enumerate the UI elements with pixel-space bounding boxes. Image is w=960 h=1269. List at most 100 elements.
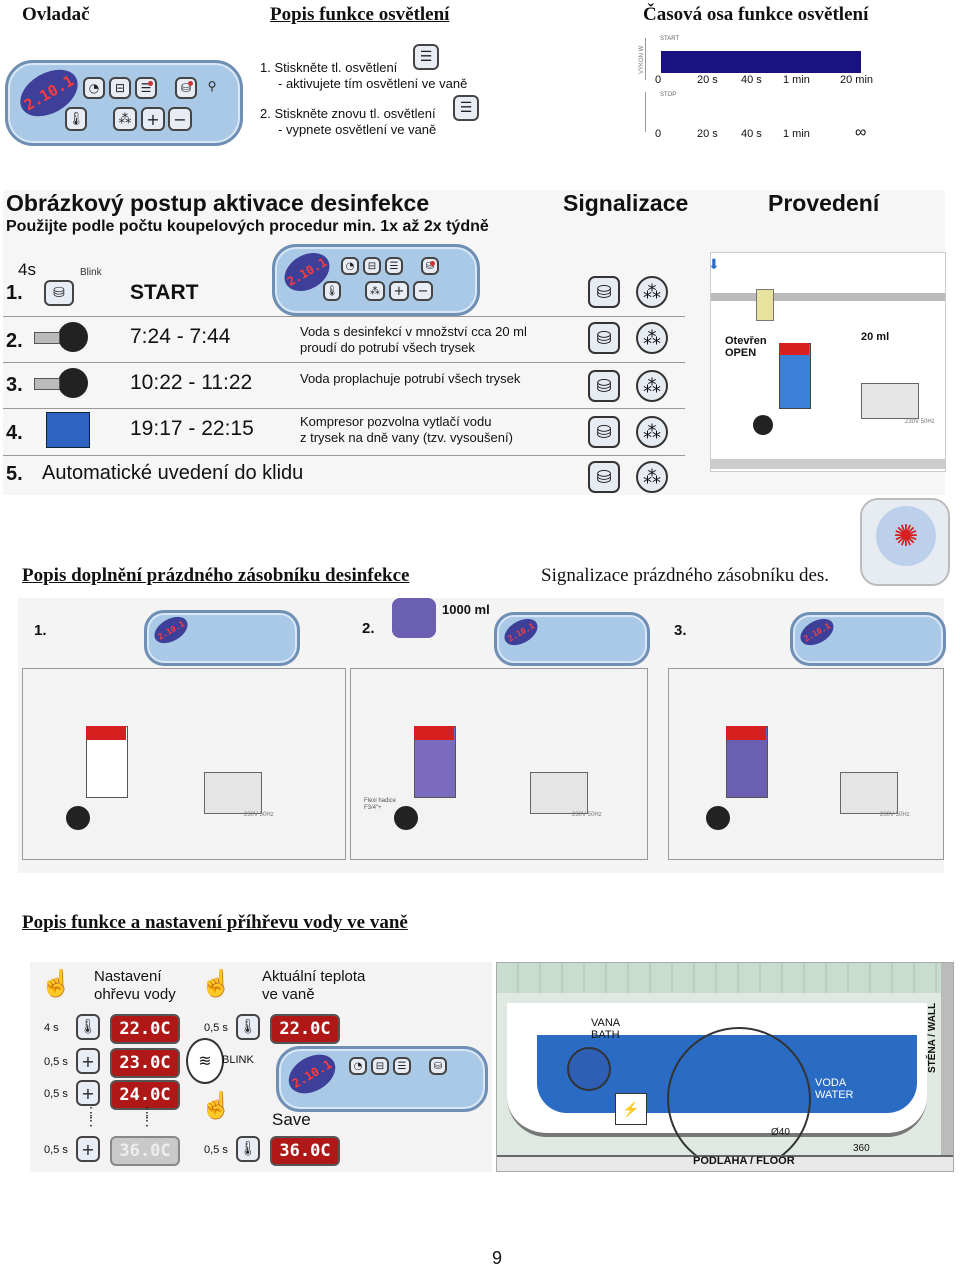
thermometer-icon: 🌡 [236, 1136, 260, 1162]
clock-button[interactable]: ◔ [83, 77, 105, 99]
tile-wall [497, 963, 953, 993]
step2-line2: - vypnete osvětlení ve vaně [278, 122, 437, 137]
finger-press-icon: ☝ [200, 968, 233, 998]
empty-signal-heading: Signalizace prázdného zásobníku des. [541, 565, 830, 586]
wall-label: STĚNA / WALL [927, 1002, 938, 1073]
lighting-timeline-heading: Časová osa funkce osvětlení [643, 4, 869, 25]
voltage-label: 230V 50Hz [572, 812, 602, 818]
control-panel: 2.10.1 ◔ ⊟ ☰ ⛁ [276, 1046, 488, 1112]
row-divider [3, 316, 685, 317]
hold-duration: 4s [18, 260, 36, 279]
pump-icon [394, 806, 418, 830]
disinfection-heading: Obrázkový postup aktivace desinfekce [6, 190, 430, 216]
hold-time: 0,5 s [204, 1022, 228, 1034]
diameter-label: Ø40 [771, 1127, 790, 1138]
step-number: 2. [362, 620, 375, 637]
thermometer-button[interactable]: 🌡 [323, 281, 341, 301]
control-panel: 2.10.1 [790, 612, 946, 666]
tub-diagram [668, 668, 944, 860]
pump-button[interactable]: ⊟ [363, 257, 381, 275]
light-button[interactable]: ☰ [385, 257, 403, 275]
infinity-tick: ∞ [855, 124, 867, 141]
signalization-heading: Signalizace [563, 190, 689, 216]
panel-display: 2.10.1 [795, 613, 839, 651]
minus-button[interactable]: − [413, 281, 433, 301]
temp-display: 23.0C [110, 1048, 180, 1078]
disinfection-subtitle: Použijte podle počtu koupelových procedu… [6, 218, 489, 235]
bottom-tick: 40 s [741, 128, 762, 140]
dosing-valve-icon [756, 289, 774, 321]
step-description: Voda proplachuje potrubí všech trysek [300, 371, 521, 386]
light-button[interactable]: ☰ [135, 77, 157, 99]
ellipsis-dots: ⋮⋮ [140, 1104, 154, 1128]
bottom-axis-line [645, 92, 646, 132]
bubbles-signal-icon: ⁂ [636, 276, 668, 308]
spray-button[interactable]: ⚲ [207, 79, 217, 93]
plus-button[interactable]: + [141, 107, 165, 131]
save-label: Save [272, 1110, 311, 1129]
minus-button[interactable]: − [168, 107, 192, 131]
bubbles-signal-icon: ⁂ [636, 416, 668, 448]
floor-label: PODLAHA / FLOOR [693, 1155, 795, 1167]
light-icon: ☰ [413, 44, 439, 70]
thermometer-button[interactable]: 🌡 [65, 107, 87, 131]
top-tick: 1 min [783, 74, 810, 86]
thermometer-icon: 🌡 [76, 1014, 100, 1040]
empty-reservoir-signal: ✺ [860, 498, 950, 586]
plus-button[interactable]: + [389, 281, 409, 301]
top-tick: 20 min [840, 74, 874, 86]
panel-display: 2.10.1 [149, 611, 193, 649]
container-cap [726, 726, 766, 740]
dose-label: 20 ml [861, 331, 890, 343]
water-label: VODA WATER [815, 1077, 854, 1101]
detail-circle [667, 1027, 811, 1171]
pump-button[interactable]: ⊟ [109, 77, 131, 99]
disinfection-button[interactable]: ⛁ [429, 1057, 447, 1075]
execution-heading: Provedení [768, 190, 880, 216]
panel-display: 2.10.1 [499, 613, 543, 651]
bubbles-signal-icon: ⁂ [636, 322, 668, 354]
hose-label: Flexi hadice F3/4"+ [364, 798, 397, 811]
voltage-label: 230V 50Hz [244, 812, 274, 818]
plus-icon: + [76, 1080, 100, 1106]
bubbles-button[interactable]: ⁂ [113, 107, 137, 131]
clock-button[interactable]: ◔ [341, 257, 359, 275]
control-unit-icon [530, 772, 588, 814]
step-time: 19:17 - 22:15 [130, 417, 254, 440]
bottom-tick: 1 min [783, 128, 810, 140]
pump-button[interactable]: ⊟ [371, 1057, 389, 1075]
volume-label: 1000 ml [442, 602, 490, 617]
step-number: 4. [6, 422, 23, 444]
bottom-tick: 0 [655, 128, 662, 140]
hold-time: 0,5 s [204, 1144, 228, 1156]
light-button[interactable]: ☰ [393, 1057, 411, 1075]
plus-icon: + [76, 1136, 100, 1162]
plus-icon: + [76, 1048, 100, 1074]
valve-open-label: Otevřen OPEN [725, 335, 767, 359]
lighting-on-bar [661, 51, 861, 73]
disinfection-signal-icon: ⛁ [588, 416, 620, 448]
disinfection-button[interactable]: ⛁ [421, 257, 439, 275]
page-number: 9 [492, 1248, 503, 1268]
lighting-timeline: VÝKON W START 0 20 s 40 s 1 min 20 min S… [639, 36, 875, 148]
actual-temp-display: 22.0C [270, 1014, 340, 1044]
blinking-led-icon: ✺ [876, 506, 936, 566]
disinfection-signal-icon: ⛁ [588, 322, 620, 354]
row-divider [3, 408, 685, 409]
pump-icon [753, 415, 773, 435]
pump-icon [58, 322, 88, 352]
top-tick: 0 [655, 74, 662, 86]
disinfection-signal-icon: ⛁ [588, 370, 620, 402]
control-panel: 2.10.1 ◔ ⊟ ☰ ⛁ 🌡 ⁂ + − [272, 244, 480, 316]
row-divider [3, 362, 685, 363]
floor [497, 1155, 953, 1171]
lighting-steps: 1. Stiskněte tl. osvětlení - aktivujete … [260, 60, 467, 138]
floor [711, 459, 945, 469]
bubbles-button[interactable]: ⁂ [365, 281, 385, 301]
row-divider [3, 455, 685, 456]
disinfection-button[interactable]: ⛁ [175, 77, 197, 99]
disinfection-diagram: Otevřen OPEN 20 ml 230V 50Hz [710, 252, 946, 472]
clock-button[interactable]: ◔ [349, 1057, 367, 1075]
bubbles-signal-icon: ⁂ [636, 461, 668, 493]
pipe-icon [34, 378, 60, 390]
